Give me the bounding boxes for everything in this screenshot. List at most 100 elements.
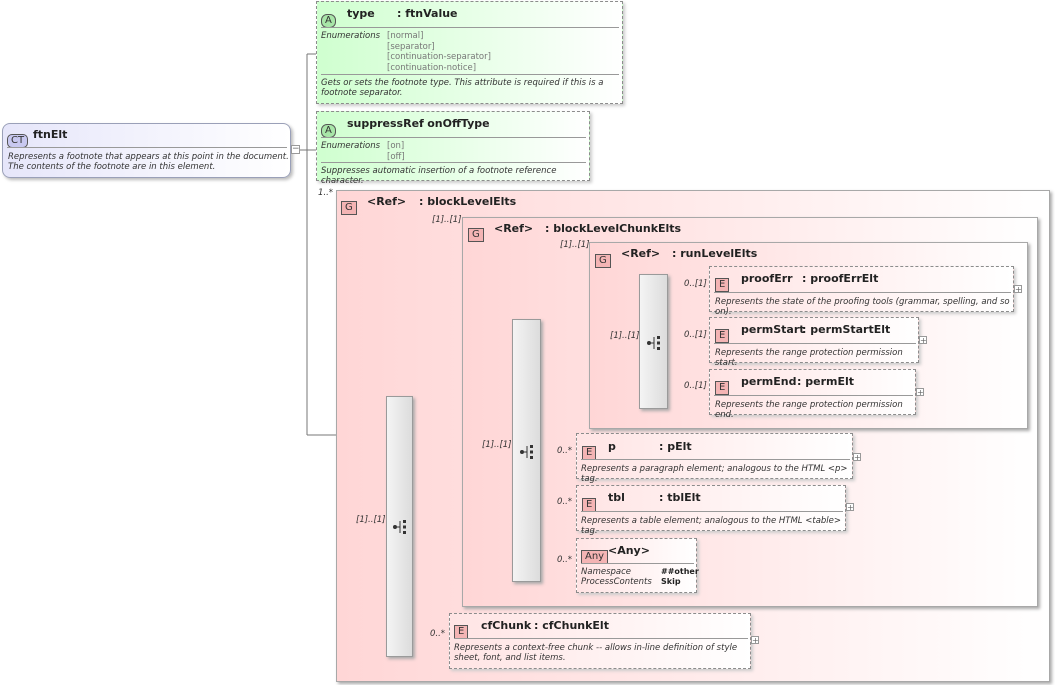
processcontents-value: Skip [661, 577, 681, 586]
element-p[interactable]: E p : pElt Represents a paragraph elemen… [576, 433, 853, 484]
element-name: proofErr [741, 272, 793, 285]
group-ref: <Ref> [367, 195, 407, 208]
element-badge: E [715, 381, 730, 395]
namespace-value: ##other [661, 567, 699, 576]
enum-value: [on] [387, 141, 405, 151]
multiplicity-label: 0..* [557, 446, 573, 456]
multiplicity-label: 0..* [557, 497, 573, 507]
divider [714, 395, 913, 396]
element-type: : proofErrElt [802, 272, 879, 285]
group-type: : blockLevelChunkElts [545, 222, 682, 235]
group-badge: G [468, 228, 484, 242]
enumerations-label: Enumerations [321, 141, 381, 151]
element-doc: Represents the range protection permissi… [715, 400, 903, 420]
plus-expand-icon[interactable]: + [1014, 285, 1022, 294]
enum-value: [continuation-notice] [387, 62, 477, 73]
complex-type-ftnelt[interactable]: CT ftnElt Represents a footnote that app… [2, 123, 291, 178]
attribute-badge: A [321, 14, 336, 28]
element-prooferr[interactable]: E proofErr : proofErrElt Represents the … [709, 266, 1014, 317]
divider [321, 27, 619, 28]
plus-expand-icon[interactable]: + [916, 388, 924, 397]
enum-value: [continuation-separator] [387, 52, 491, 62]
complex-type-doc: Represents a footnote that appears at th… [8, 152, 289, 172]
divider [714, 292, 1011, 293]
element-type: : tblElt [659, 491, 701, 504]
multiplicity-label: 0..[1] [684, 330, 707, 340]
divider [7, 147, 287, 148]
element-permend[interactable]: E permEnd : permElt Represents the range… [709, 369, 916, 420]
minus-collapse-icon[interactable]: − [291, 144, 300, 154]
sequence-compositor-outer[interactable] [386, 396, 413, 657]
attribute-type[interactable]: A type : ftnValue Enumerations [normal] … [316, 1, 623, 104]
divider [321, 137, 586, 138]
multiplicity-label: 0..[1] [684, 279, 707, 289]
any-name: <Any> [608, 544, 650, 557]
group-badge: G [595, 254, 611, 268]
element-badge: E [715, 278, 730, 292]
enum-value: [separator] [387, 41, 435, 52]
attribute-suppressref[interactable]: A suppressRef : onOffType Enumerations [… [316, 111, 590, 186]
complex-type-badge: CT [7, 134, 29, 148]
plus-expand-icon[interactable]: + [751, 636, 759, 645]
enumerations-label: Enumerations [321, 31, 381, 41]
multiplicity-label: 0..[1] [684, 381, 707, 391]
plus-expand-icon[interactable]: + [853, 453, 861, 462]
processcontents-label: ProcessContents [581, 577, 652, 587]
sequence-compositor-icon [393, 520, 406, 534]
multiplicity-label: [1]..[1] [432, 215, 462, 225]
element-doc: Represents a table element; analogous to… [581, 516, 842, 536]
divider [714, 343, 916, 344]
sequence-compositor-middle[interactable] [512, 319, 541, 582]
element-doc: Represents a paragraph element; analogou… [581, 464, 848, 484]
divider [454, 638, 748, 639]
namespace-label: Namespace [581, 567, 632, 577]
element-doc: Represents the state of the proofing too… [715, 297, 1010, 317]
element-any[interactable]: Any <Any> Namespace ##other ProcessConte… [576, 538, 699, 593]
element-type: : permElt [797, 375, 854, 388]
sequence-compositor-icon [647, 336, 660, 350]
element-doc: Represents the range protection permissi… [715, 348, 903, 368]
attribute-name: type [347, 7, 375, 20]
element-name: permStart [741, 323, 805, 336]
element-name: tbl [608, 491, 625, 504]
attribute-type-name: : ftnValue [397, 7, 458, 20]
attribute-type-name: : onOffType [419, 117, 490, 130]
element-name: p [608, 440, 616, 453]
group-ref: <Ref> [494, 222, 534, 235]
attribute-doc: Gets or sets the footnote type. This att… [321, 78, 604, 98]
group-type: : blockLevelElts [419, 195, 517, 208]
element-badge: E [454, 625, 469, 639]
element-badge: E [582, 498, 597, 512]
plus-expand-icon[interactable]: + [919, 336, 927, 345]
enumeration-list: [normal] [separator] [continuation-separ… [387, 31, 491, 73]
group-type: : runLevelElts [672, 247, 758, 260]
multiplicity-label: [1]..[1] [560, 240, 590, 250]
divider [581, 511, 843, 512]
enum-value: [normal] [387, 31, 424, 41]
sequence-multiplicity: [1]..[1] [482, 440, 512, 450]
sequence-multiplicity: [1]..[1] [610, 331, 640, 341]
group-badge: G [341, 201, 357, 215]
attribute-badge: A [321, 124, 336, 138]
sequence-multiplicity: [1]..[1] [356, 515, 386, 525]
complex-type-name: ftnElt [33, 128, 68, 141]
sequence-compositor-inner[interactable] [639, 274, 668, 409]
divider [581, 459, 850, 460]
element-cfchunk[interactable]: E cfChunk : cfChunkElt Represents a cont… [449, 613, 751, 669]
element-permstart[interactable]: E permStart : permStartElt Represents th… [709, 317, 919, 368]
enum-value: [off] [387, 151, 405, 162]
element-doc: Represents a context-free chunk -- allow… [454, 643, 738, 663]
sequence-compositor-icon [520, 445, 533, 459]
attribute-name: suppressRef [347, 117, 424, 130]
attribute-doc: Suppresses automatic insertion of a foot… [321, 166, 557, 186]
element-tbl[interactable]: E tbl : tblElt Represents a table elemen… [576, 485, 846, 536]
divider [321, 74, 619, 75]
element-type: : pElt [659, 440, 692, 453]
enumeration-list: [on] [off] [387, 141, 405, 162]
element-badge: E [582, 446, 597, 460]
element-type: : permStartElt [802, 323, 891, 336]
element-type: : cfChunkElt [534, 619, 609, 632]
multiplicity-label: 0..* [557, 555, 573, 565]
plus-expand-icon[interactable]: + [846, 503, 854, 512]
multiplicity-label: 0..* [430, 629, 446, 639]
